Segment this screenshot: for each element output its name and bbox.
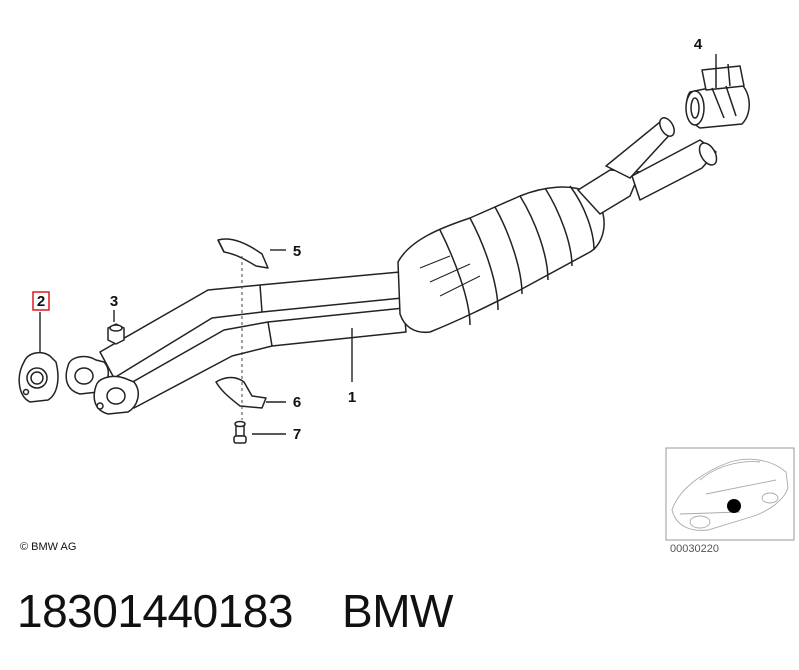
bracket-part-6[interactable] [215, 376, 267, 409]
front-pipe-part-1[interactable] [65, 271, 407, 415]
callout-6: 6 [293, 394, 301, 411]
tail-pipes[interactable] [605, 115, 720, 201]
callout-7: 7 [293, 426, 301, 443]
diagram-reference-number: 00030220 [670, 543, 719, 555]
callout-4: 4 [694, 36, 703, 53]
nut-part-3[interactable] [107, 323, 125, 345]
part-number: 18301440183 [17, 585, 293, 637]
callout-2: 2 [37, 293, 45, 310]
car-location-thumbnail [665, 447, 795, 541]
callout-1: 1 [348, 389, 356, 406]
bracket-part-5[interactable] [217, 238, 269, 269]
exhaust-diagram: 1 2 3 4 5 6 7 [18, 36, 795, 541]
copyright-text: © BMW AG [20, 541, 77, 553]
clamp-part-4[interactable] [685, 63, 750, 129]
brand-name: BMW [342, 585, 453, 637]
callout-5: 5 [293, 243, 301, 260]
location-marker-icon [727, 499, 741, 513]
callout-2-highlight [32, 291, 50, 311]
callout-guide-lines [39, 54, 717, 435]
callout-3: 3 [110, 293, 118, 310]
footer-caption: 18301440183 BMW [17, 584, 453, 638]
bolt-part-7[interactable] [233, 420, 247, 444]
gasket-part-2[interactable] [18, 351, 59, 403]
catalytic-converter[interactable] [397, 169, 641, 334]
